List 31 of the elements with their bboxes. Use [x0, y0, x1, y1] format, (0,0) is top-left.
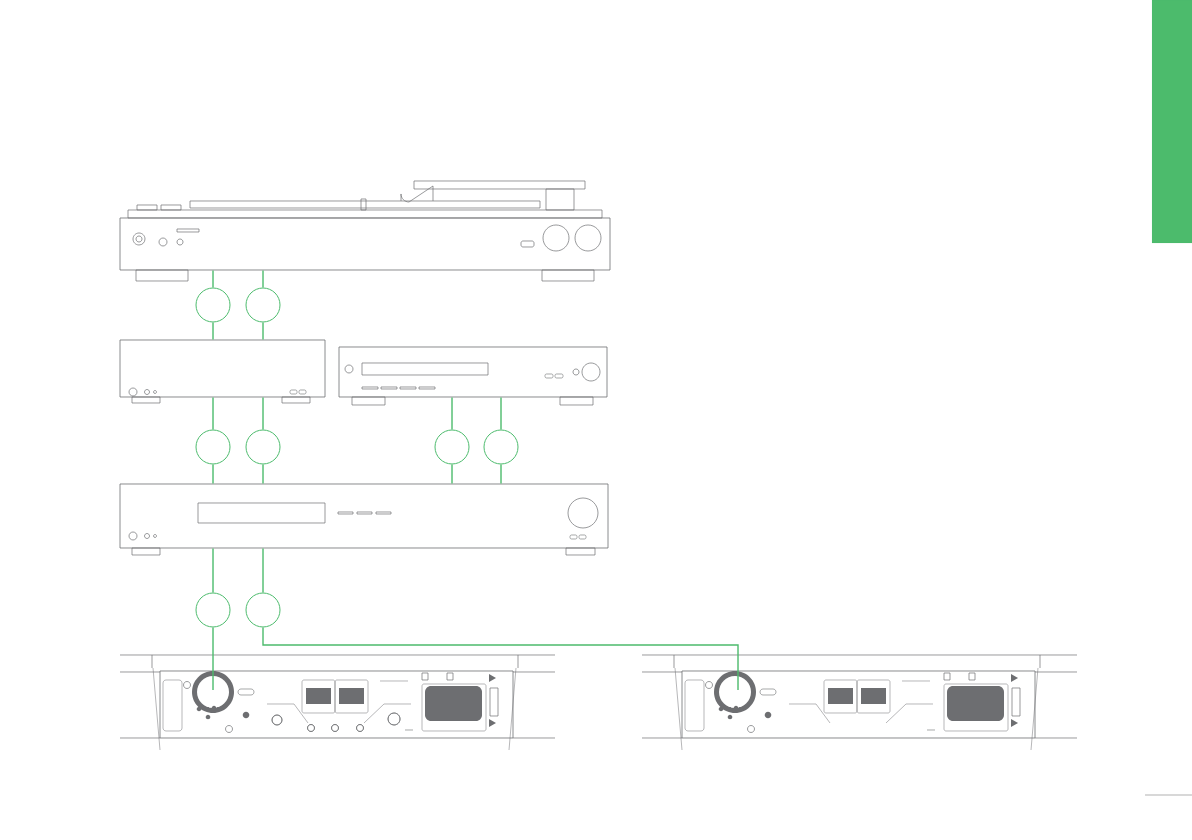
connector-circle [245, 287, 281, 323]
cable-line [500, 463, 502, 485]
connector-circle [195, 429, 231, 465]
cable-line [212, 269, 214, 289]
cable-line [262, 396, 264, 431]
cable-line [500, 396, 502, 431]
player-drawing [338, 346, 608, 406]
cable-line [212, 547, 214, 594]
speaker-panel-drawing [271, 654, 1078, 751]
connector-circle [245, 429, 281, 465]
cable-line [262, 269, 264, 289]
connector-circle [195, 287, 231, 323]
side-tab [1151, 0, 1192, 244]
cable-line [262, 321, 264, 341]
cable-line [212, 396, 214, 431]
connector-circle [195, 592, 231, 628]
speaker-panel-drawing [119, 654, 556, 751]
cable-line [262, 463, 264, 485]
cable-line [212, 463, 214, 485]
cable-line [451, 396, 453, 431]
cable-line [212, 321, 214, 341]
connector-circle [483, 429, 519, 465]
cable-line [212, 626, 214, 691]
component-drawing [119, 339, 326, 404]
cable-line [451, 463, 453, 485]
cable-line [262, 547, 264, 594]
amplifier-drawing [119, 483, 609, 556]
connector-circle [245, 592, 281, 628]
turntable-drawing [119, 180, 611, 282]
cable-line [262, 626, 739, 691]
connector-circle [434, 429, 470, 465]
